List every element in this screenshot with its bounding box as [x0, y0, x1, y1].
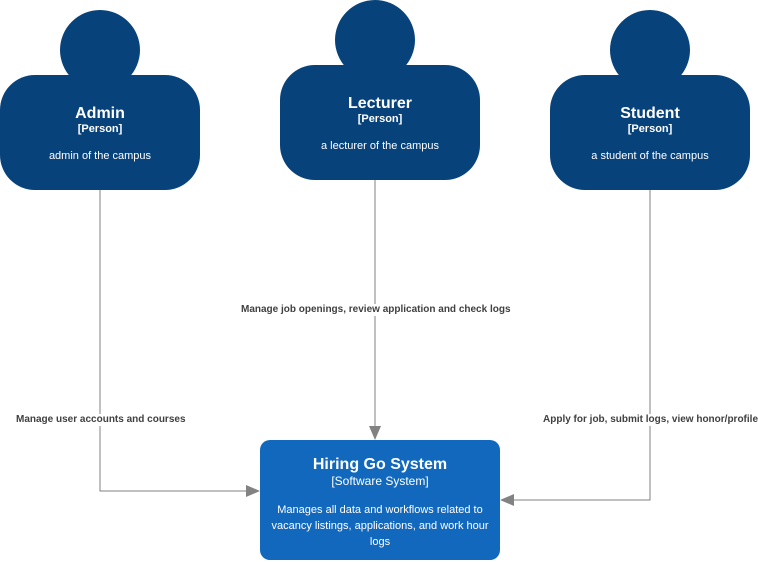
person-lecturer-head	[335, 0, 415, 80]
person-lecturer-description: a lecturer of the campus	[320, 140, 439, 152]
person-student-type: [Person]	[627, 123, 673, 135]
person-admin-body	[0, 75, 200, 190]
person-student-text: Student [Person] a student of the campus	[550, 104, 750, 163]
person-student-head	[610, 10, 690, 90]
person-lecturer-text: Lecturer [Person] a lecturer of the camp…	[280, 94, 480, 153]
edge-lecturer-system-arrowhead	[369, 426, 381, 440]
software-system-box[interactable]	[260, 440, 500, 560]
edge-admin-system-arrowhead	[246, 485, 260, 497]
edge-student-system-arrowhead	[500, 494, 514, 506]
person-admin-name: Admin	[75, 105, 125, 122]
person-admin-head	[60, 10, 140, 90]
person-student[interactable]	[550, 10, 750, 190]
edge-lecturer-system-label: Manage job openings, review application …	[240, 304, 512, 316]
edge-student-system[interactable]	[513, 190, 651, 501]
person-admin-description: admin of the campus	[48, 150, 152, 162]
edge-student-system-label: Apply for job, submit logs, view honor/p…	[542, 414, 758, 426]
person-lecturer-body	[280, 65, 480, 180]
person-student-name: Student	[620, 105, 680, 122]
software-system-name: Hiring Go System	[312, 456, 448, 473]
person-admin[interactable]	[0, 10, 200, 190]
person-admin-type: [Person]	[77, 123, 123, 135]
software-system-text: Hiring Go System [Software System] Manag…	[270, 455, 490, 550]
relations	[99, 180, 651, 506]
person-student-body	[550, 75, 750, 190]
person-lecturer-name: Lecturer	[347, 95, 413, 112]
edge-admin-system[interactable]	[99, 190, 248, 492]
software-system-type: [Software System]	[331, 474, 429, 488]
person-admin-text: Admin [Person] admin of the campus	[0, 104, 200, 163]
person-lecturer-type: [Person]	[357, 113, 403, 125]
person-lecturer[interactable]	[280, 0, 480, 180]
edge-admin-system-label: Manage user accounts and courses	[15, 414, 187, 426]
person-student-description: a student of the campus	[591, 150, 709, 162]
software-system-description: Manages all data and workflows related t…	[271, 504, 489, 548]
